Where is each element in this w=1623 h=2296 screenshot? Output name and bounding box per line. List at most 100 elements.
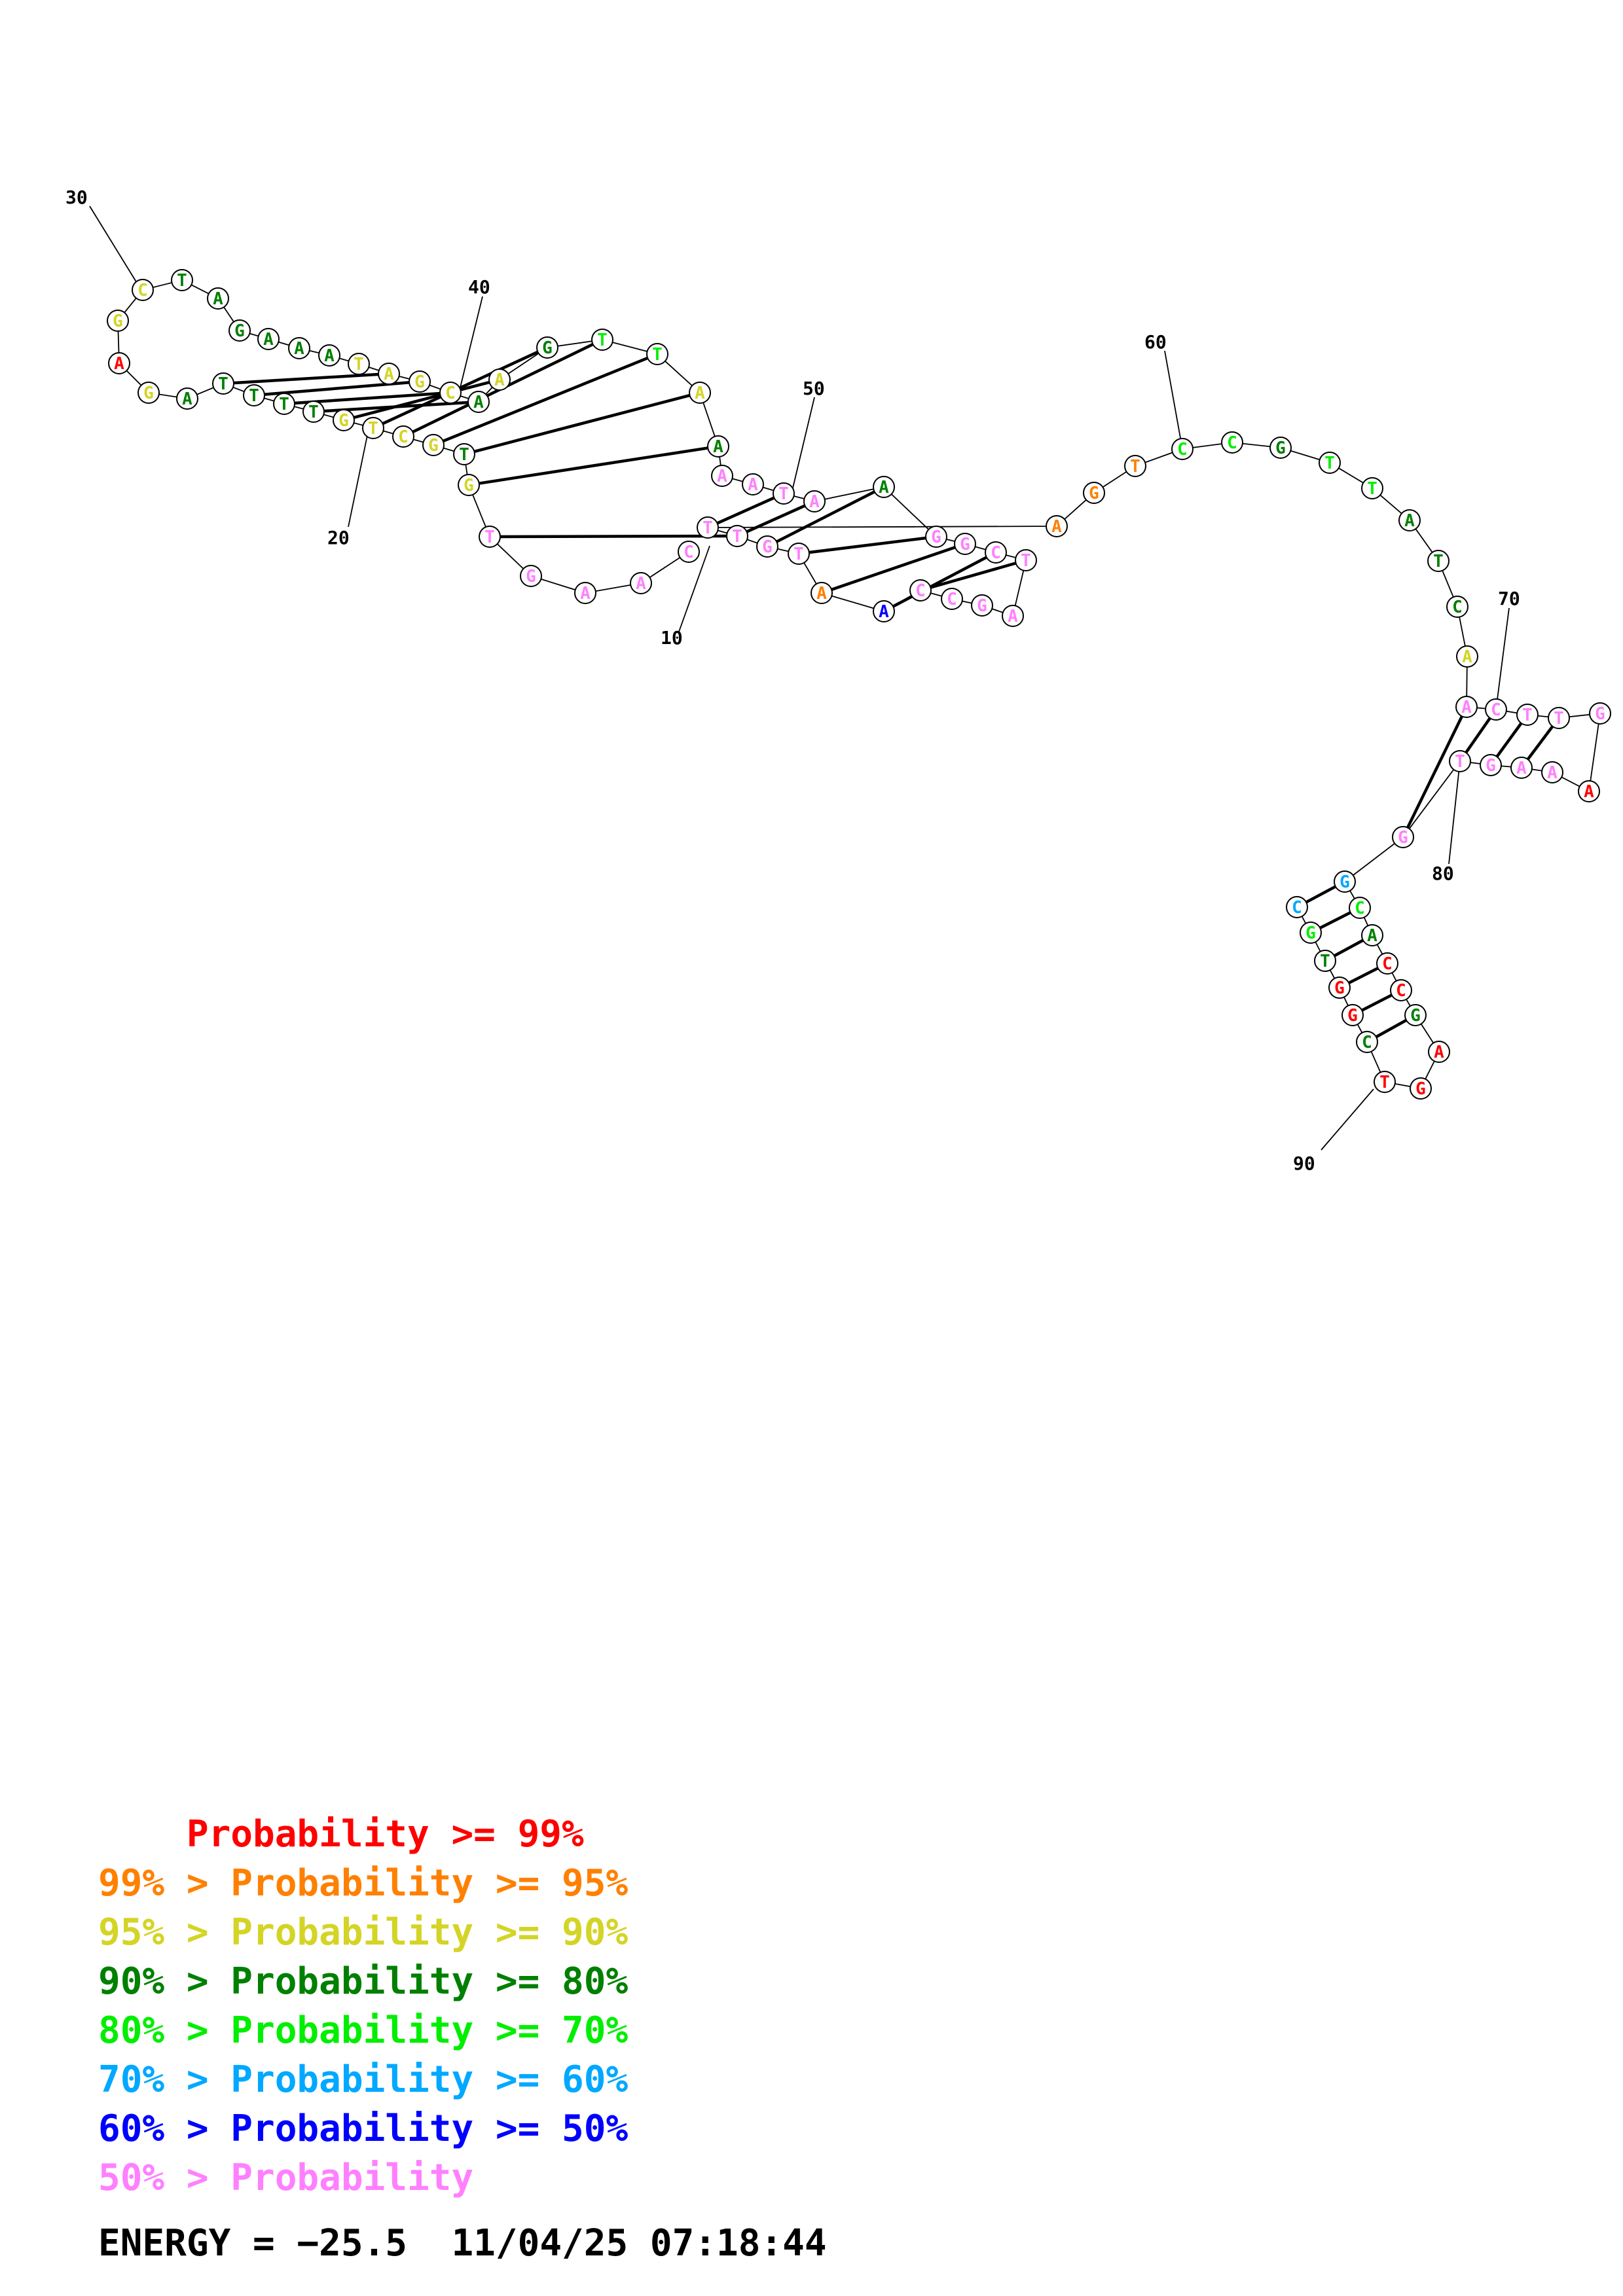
nucleotide-letter: T (732, 527, 742, 547)
nucleotide-circle (243, 384, 265, 406)
nucleotide-letter: T (1379, 1073, 1390, 1092)
nucleotide-letter: T (459, 445, 469, 465)
nucleotide-letter: C (445, 384, 456, 403)
nucleotide-circle (985, 541, 1007, 564)
base-pair-line (775, 490, 876, 544)
nucleotide: T (1124, 455, 1146, 477)
nucleotide: A (574, 582, 596, 604)
nucleotide-circle (1446, 596, 1468, 618)
nucleotide-circle (212, 372, 234, 395)
nucleotide: T (1314, 950, 1336, 972)
nucleotide: A (1578, 780, 1600, 802)
nucleotide-circle (1510, 757, 1533, 779)
nucleotide-circle (803, 490, 826, 512)
nucleotide-circle (467, 391, 490, 413)
nucleotide-letter: T (1522, 706, 1533, 725)
nucleotide: T (591, 329, 613, 351)
legend-entry-90: 95% > Probability >= 90% (98, 1911, 629, 1954)
nucleotide-circle (439, 382, 462, 404)
nucleotide-circle (1356, 1031, 1378, 1053)
position-label-20: 20 (327, 527, 350, 548)
nucleotide: G (1334, 870, 1356, 893)
nucleotide-circle (742, 473, 764, 495)
nucleotide-letter: T (1367, 479, 1377, 499)
nucleotide-letter: G (1347, 1006, 1358, 1026)
nucleotide-letter: A (636, 574, 646, 594)
nucleotide-letter: T (1554, 709, 1564, 728)
nucleotide: T (273, 393, 295, 415)
base-pair-line (263, 380, 410, 397)
nucleotide-letter: C (137, 281, 148, 300)
nucleotide-circle (207, 287, 229, 310)
nucleotide: G (1269, 437, 1292, 459)
nucleotide-circle (488, 368, 511, 391)
nucleotide-letter: G (1334, 978, 1345, 998)
nucleotide-letter: A (1547, 763, 1558, 783)
base-pair-line (232, 372, 380, 385)
base-pair-line (1526, 725, 1554, 761)
nucleotide: G (1404, 1004, 1427, 1026)
nucleotide-circle (1376, 952, 1398, 975)
nucleotide-letter: G (338, 411, 349, 431)
nucleotide: T (212, 372, 234, 395)
nucleotide-circle (630, 572, 652, 594)
nucleotide-letter: A (713, 437, 723, 457)
nucleotide-circle (479, 526, 501, 548)
probability-legend: Probability >= 99% 99% > Probability >= … (98, 1810, 628, 2202)
nucleotide-letter: C (1396, 981, 1406, 1001)
nucleotide-letter: C (398, 427, 409, 447)
nucleotide-letter: A (580, 584, 591, 603)
nucleotide-circle (1548, 707, 1570, 729)
nucleotide-letter: A (384, 365, 394, 384)
nucleotide-circle (1428, 1041, 1450, 1063)
nucleotide-circle (1319, 452, 1341, 474)
nucleotide-letter: G (1595, 704, 1605, 724)
nucleotide-letter: A (473, 393, 484, 412)
backbone (117, 279, 1601, 1090)
nucleotide-letter: A (1404, 511, 1415, 531)
nucleotide: A (707, 435, 729, 457)
nucleotide-letter: G (977, 596, 987, 616)
nucleotide-letter: C (1227, 433, 1237, 453)
position-label-10: 10 (661, 627, 683, 649)
nucleotide-letter: T (484, 528, 495, 547)
nucleotide-letter: C (1177, 440, 1188, 459)
nucleotide-circle (1341, 1004, 1364, 1026)
nucleotide-letter: T (368, 419, 378, 439)
base-pair-line (1305, 885, 1337, 904)
nucleotide: T (1374, 1071, 1396, 1093)
nucleotide-letter: A (294, 339, 304, 359)
nucleotide: T (646, 343, 668, 365)
nucleotide: T (1516, 704, 1539, 726)
base-pair-line (830, 545, 957, 592)
nucleotide: A (1398, 509, 1421, 531)
nucleotide: A (1455, 696, 1478, 718)
nucleotide: A (742, 473, 764, 495)
nucleotide-letter: A (1051, 517, 1062, 537)
nucleotide-circle (318, 344, 340, 367)
position-leader-line (459, 296, 483, 391)
base-pair-line (1495, 721, 1523, 759)
nucleotide-letter: T (597, 331, 608, 350)
nucleotide: T (1015, 549, 1037, 571)
nucleotide-letter: A (1462, 647, 1472, 667)
nucleotide-circle (1221, 431, 1243, 454)
nucleotide-circle (1392, 826, 1414, 848)
base-pair-line (1360, 993, 1393, 1013)
nucleotide-circle (409, 370, 431, 393)
nucleotide: A (1002, 605, 1024, 627)
nucleotide-circle (678, 541, 700, 563)
nucleotide-circle (1541, 761, 1563, 783)
nucleotide-circle (348, 353, 370, 375)
nucleotide-letter: G (414, 372, 425, 392)
nucleotide-circle (646, 343, 668, 365)
nucleotide: G (107, 310, 129, 332)
legend-entry-below-50: 50% > Probability (98, 2157, 474, 2199)
nucleotide-circle (971, 594, 993, 617)
nucleotide-letter: A (1584, 782, 1594, 802)
nucleotide: G (536, 336, 558, 359)
nucleotide-circle (1449, 750, 1471, 772)
nucleotide-circle (520, 565, 542, 587)
nucleotide-letter: G (113, 312, 123, 331)
